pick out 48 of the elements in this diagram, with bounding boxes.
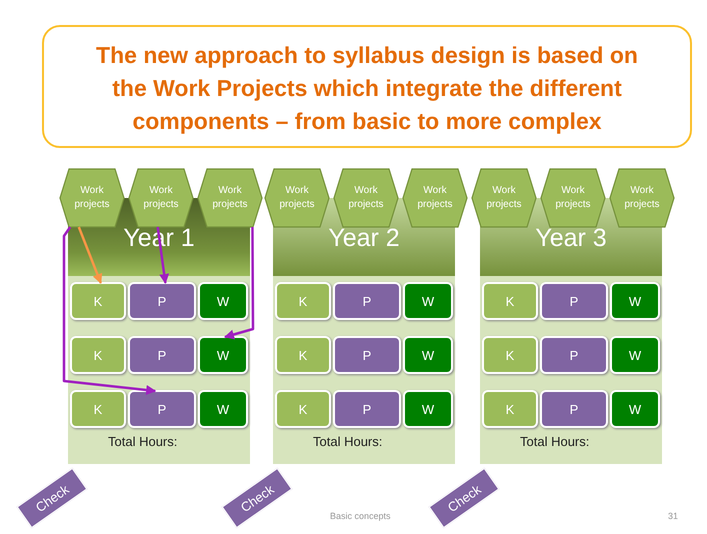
component-box: P: [333, 336, 401, 374]
footer-text: Basic concepts: [330, 511, 391, 521]
component-box: W: [198, 336, 248, 374]
arrow: [62, 226, 156, 395]
hexagon-shape: [264, 168, 330, 228]
component-box: K: [70, 282, 126, 320]
component-box: W: [198, 282, 248, 320]
component-box: W: [403, 336, 453, 374]
hexagon-shape: [540, 168, 606, 228]
hexagon-shape: [128, 168, 194, 228]
component-box: P: [540, 336, 608, 374]
component-box: K: [482, 336, 538, 374]
component-box: P: [540, 390, 608, 428]
component-box: K: [70, 336, 126, 374]
component-box: W: [403, 282, 453, 320]
component-box: P: [128, 282, 196, 320]
component-box: P: [540, 282, 608, 320]
year-column: [68, 198, 250, 464]
arrow: [224, 227, 254, 340]
hexagon-shape: [333, 168, 399, 228]
title-banner: The new approach to syllabus design is based on the Work Projects which integrate the different components – from basic to more complex: [42, 25, 692, 148]
component-box: K: [275, 390, 331, 428]
component-box: P: [128, 390, 196, 428]
component-box: P: [128, 336, 196, 374]
component-box: K: [275, 336, 331, 374]
hexagon-shape: [59, 168, 125, 228]
year-column: [273, 198, 455, 464]
hexagon-shape: [402, 168, 468, 228]
year-column: [480, 198, 662, 464]
component-box: W: [610, 336, 660, 374]
component-box: K: [70, 390, 126, 428]
total-hours-label: Total Hours:: [313, 434, 382, 449]
component-box: W: [403, 390, 453, 428]
component-box: K: [275, 282, 331, 320]
total-hours-label: Total Hours:: [108, 434, 178, 449]
page-number: 31: [668, 511, 678, 521]
component-box: W: [610, 282, 660, 320]
component-box: P: [333, 390, 401, 428]
component-box: K: [482, 282, 538, 320]
hexagon-shape: [471, 168, 537, 228]
component-box: P: [333, 282, 401, 320]
component-box: W: [198, 390, 248, 428]
hexagon-shape: [197, 168, 263, 228]
total-hours-label: Total Hours:: [520, 434, 590, 449]
component-box: W: [610, 390, 660, 428]
arrow: [78, 226, 102, 284]
hexagon-shape: [609, 168, 675, 228]
component-box: K: [482, 390, 538, 428]
